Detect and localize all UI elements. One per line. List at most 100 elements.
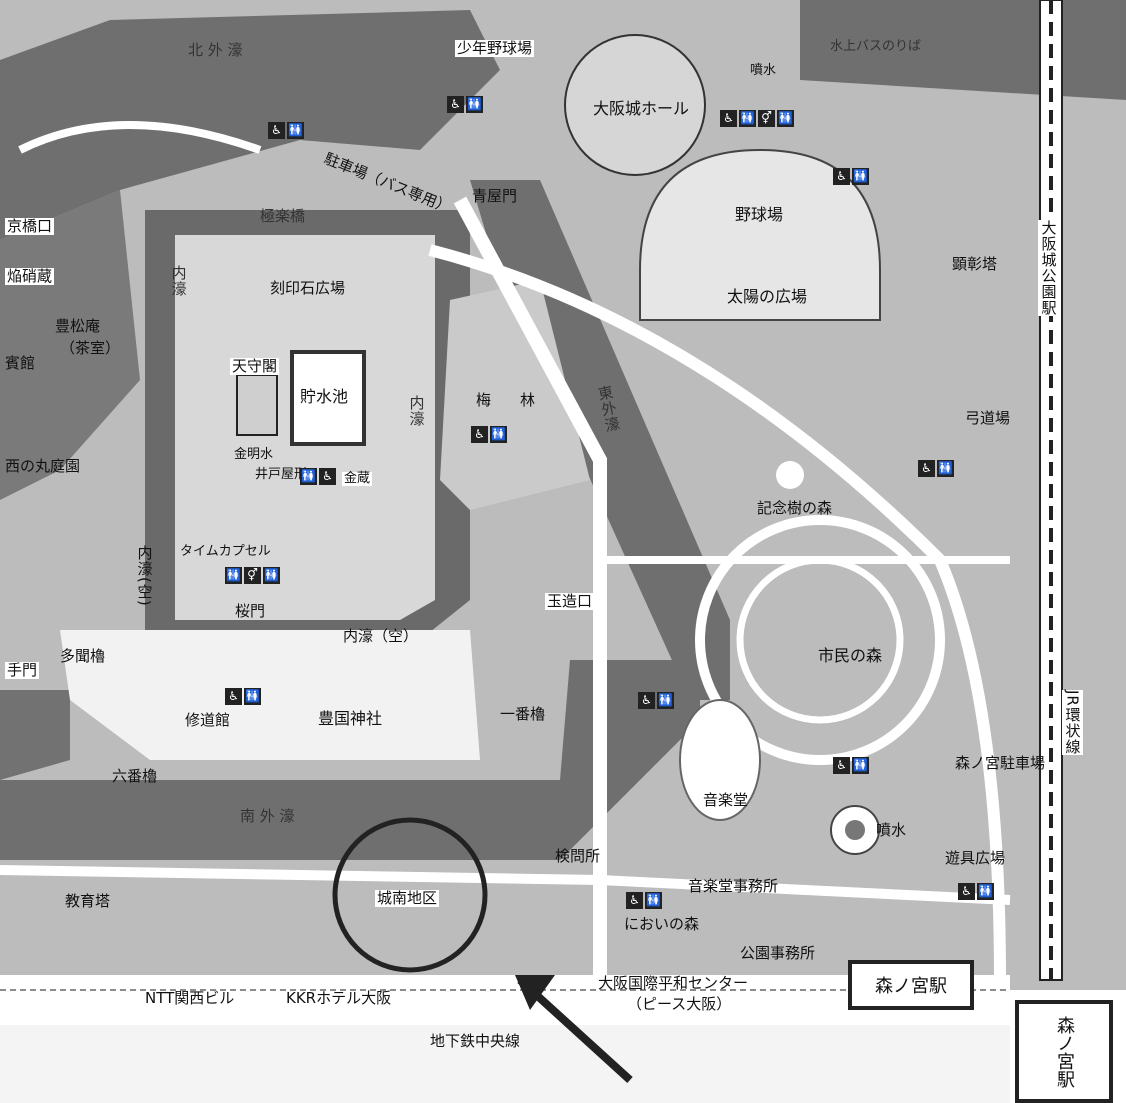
label-inner-moat-nw: 内濠 (169, 265, 188, 297)
restroom-icon: 🚻 (225, 567, 242, 584)
arrow-head (515, 975, 555, 1010)
south-block (0, 1025, 1010, 1103)
facility-icons-stadium: ♿🚻 (833, 168, 869, 185)
label-hokoku-shrine: 豊国神社 (318, 709, 383, 728)
label-youth-baseball: 少年野球場 (455, 39, 535, 57)
label-gokuraku-bridge: 極楽橋 (260, 207, 306, 225)
label-baseball-stadium: 野球場 (735, 205, 784, 224)
jonan-highlight-circle (332, 817, 488, 973)
label-grove: 林 (520, 391, 536, 409)
label-chashitsu: （茶室） (60, 339, 121, 357)
restroom-icon: 🚻 (977, 883, 994, 900)
facility-icons-parking: ♿🚻 (268, 122, 304, 139)
label-playground: 遊具広場 (945, 849, 1006, 867)
north-outer-moat (0, 10, 500, 240)
label-kyobashi-entrance: 京橋口 (5, 217, 55, 235)
label-osakajo-hall: 大阪城ホール (593, 99, 690, 118)
reservoir (290, 350, 366, 446)
label-inner-moat-empty-west: 内濠(空) (135, 545, 154, 607)
facility-icons-music: ♿🚻 (638, 692, 674, 709)
restroom-icon: 🚻 (852, 757, 869, 774)
citizen-forest-ring (695, 515, 945, 765)
ongakudo-shape (679, 699, 761, 821)
facility-icons-plum: ♿🚻 (471, 426, 507, 443)
facility-icons-north: ♿🚻⚥🚻 (720, 110, 794, 127)
label-peace-osaka: （ピース大阪） (627, 995, 732, 1013)
restroom-icon: ⚥ (244, 567, 261, 584)
facility-icons-hall: ♿🚻 (447, 96, 483, 113)
label-music-hall: 音楽堂 (703, 791, 749, 809)
label-nishinomaru-garden: 西の丸庭園 (5, 457, 81, 475)
label-ntt-building: NTT関西ビル (145, 989, 235, 1007)
label-kinmeisui: 金明水 (234, 447, 274, 462)
south-outer-moat (0, 660, 700, 860)
morinomiya-station-vertical-box: 森ノ宮駅 (1015, 1000, 1113, 1103)
label-inner-moat-east: 内濠 (407, 395, 426, 427)
wheelchair-icon: ♿ (918, 460, 935, 477)
label-peace-center: 大阪国際平和センター (598, 974, 749, 992)
wheelchair-icon: ♿ (720, 110, 737, 127)
label-geihinkan: 賓館 (5, 354, 36, 372)
label-aoya-gate: 青屋門 (472, 187, 518, 205)
plum-grove (440, 280, 590, 510)
restroom-icon: 🚻 (657, 692, 674, 709)
south-road (0, 975, 1010, 1025)
label-tamatsukuri-entrance: 玉造口 (545, 592, 595, 610)
wheelchair-icon: ♿ (447, 96, 464, 113)
label-osakajo-koen-station: 大阪城公園駅 (1038, 220, 1059, 316)
label-water-bus: 水上バスのりば (830, 39, 922, 54)
label-tamon-yagura: 多聞櫓 (60, 647, 106, 665)
wheelchair-icon: ♿ (471, 426, 488, 443)
west-moat (0, 190, 140, 500)
label-citizens-forest: 市民の森 (818, 646, 883, 665)
wheelchair-icon: ♿ (268, 122, 285, 139)
label-morinomiya-station: 森ノ宮駅 (875, 976, 947, 997)
wheelchair-icon: ♿ (319, 468, 336, 485)
wheelchair-icon: ♿ (225, 688, 242, 705)
label-kkr-hotel: KKRホテル大阪 (286, 989, 392, 1007)
label-kinzo: 金蔵 (342, 471, 373, 487)
ninomaru-plaza (60, 630, 480, 760)
facility-icons-shudokan: ♿🚻 (225, 688, 261, 705)
restroom-icon: 🚻 (287, 122, 304, 139)
memorial-circle (776, 461, 804, 489)
path-east-main (453, 196, 607, 980)
morinomiya-station-box: 森ノ宮駅 (848, 960, 974, 1010)
wheelchair-icon: ♿ (626, 892, 643, 909)
label-rokuban-yagura: 六番櫓 (112, 767, 158, 785)
label-kyudojo: 弓道場 (965, 409, 1011, 427)
label-checkpoint: 検問所 (555, 847, 601, 865)
restroom-icon: 🚻 (852, 168, 869, 185)
restroom-icon: 🚻 (739, 110, 756, 127)
wheelchair-icon: ♿ (833, 168, 850, 185)
restroom-icon: 🚻 (937, 460, 954, 477)
label-south-outer-moat: 南 外 濠 (240, 807, 295, 825)
restroom-icon: ⚥ (758, 110, 775, 127)
label-fountain-south: 噴水 (876, 821, 907, 839)
osakajo-hall-shape (564, 34, 706, 176)
label-ido-yakata: 井戸屋形 (255, 467, 308, 482)
label-enshogura: 焔硝蔵 (5, 267, 55, 285)
label-time-capsule: タイムカプセル (180, 544, 271, 559)
label-jr-loop-line: JR環状線 (1062, 690, 1083, 755)
restroom-icon: 🚻 (466, 96, 483, 113)
label-morinomiya-station-vertical: 森ノ宮駅 (1054, 1015, 1075, 1088)
restroom-icon: 🚻 (645, 892, 662, 909)
label-kokuinseki-plaza: 刻印石広場 (270, 279, 346, 297)
facility-icons-nioi: ♿🚻 (626, 892, 662, 909)
label-inner-moat-empty: 内濠（空） (343, 627, 419, 645)
path-diagonal (428, 244, 1006, 981)
restroom-icon: 🚻 (777, 110, 794, 127)
facility-icons-playground: ♿🚻 (958, 883, 994, 900)
label-park-office: 公園事務所 (740, 944, 816, 962)
label-north-outer-moat: 北 外 濠 (188, 41, 243, 59)
label-fountain-north: 噴水 (750, 63, 777, 78)
restroom-icon: 🚻 (263, 567, 280, 584)
label-tenshukaku: 天守閣 (230, 357, 280, 375)
facility-icons-citizens: ♿🚻 (833, 757, 869, 774)
fountain-south (845, 820, 865, 840)
label-kyoikuto: 教育塔 (65, 892, 111, 910)
path-northwest (18, 121, 262, 154)
